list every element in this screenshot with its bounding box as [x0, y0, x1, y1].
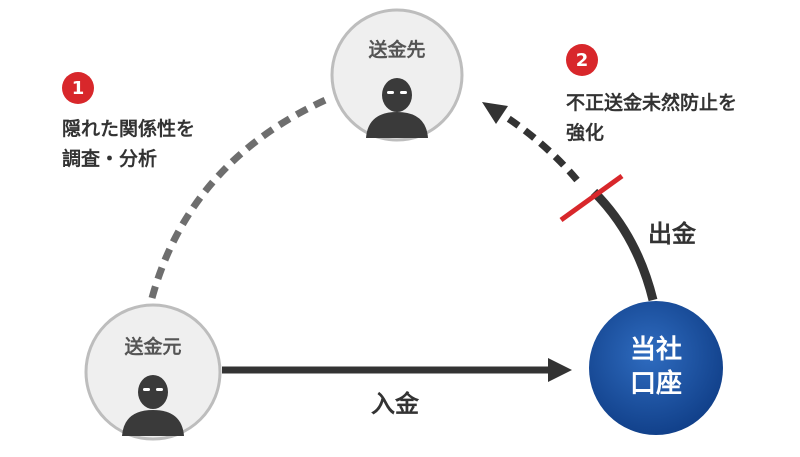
annotation-1-line-2: 調査・分析	[62, 148, 158, 170]
blocked-transfer-arrowhead	[482, 102, 508, 124]
deposit-label: 入金	[371, 390, 420, 418]
sender-node: 送金元	[84, 303, 222, 441]
withdrawal-line	[590, 188, 658, 302]
annotation-2-line-2: 強化	[566, 122, 605, 144]
blocked-transfer-dotted-arrow	[498, 110, 580, 183]
annotation-1-line-1: 隠れた関係性を	[62, 118, 196, 140]
company-label-line2: 口座	[630, 368, 682, 399]
annotation-2-number-badge: 2	[566, 44, 598, 76]
recipient-label: 送金先	[368, 38, 425, 61]
company-label-line1: 当社	[630, 334, 682, 365]
recipient-node: 送金先	[330, 8, 464, 142]
annotation-2-line-1: 不正送金未然防止を	[566, 92, 738, 114]
person-silhouette-icon	[366, 78, 428, 138]
company-account-node: 当社 口座	[589, 301, 723, 435]
annotation-1-number-badge: 1	[62, 72, 94, 104]
annotation-2-text: 不正送金未然防止を 強化	[566, 88, 737, 148]
sender-label: 送金元	[124, 335, 181, 358]
deposit-arrowhead	[548, 358, 572, 382]
annotation-1-text: 隠れた関係性を 調査・分析	[62, 114, 195, 174]
block-mark	[559, 173, 624, 223]
withdrawal-label: 出金	[648, 220, 697, 248]
person-silhouette-icon	[122, 375, 184, 436]
